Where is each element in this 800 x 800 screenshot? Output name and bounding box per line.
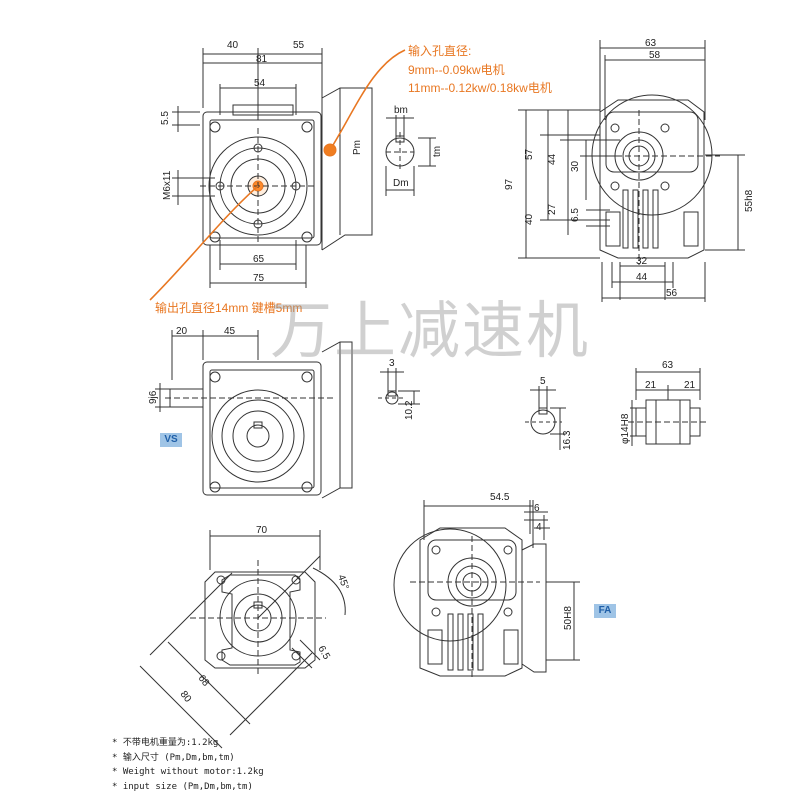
input-bore-detail [371,90,436,210]
dim-flange-hole: 6.5 [315,644,332,662]
dim-flange-width: 70 [256,525,268,536]
dim-shaft-total: 63 [662,360,674,371]
dim-side-top-0: 63 [645,38,657,49]
footnote-1: * 不带电机重量为:1.2kg [112,738,219,748]
side-view [518,40,745,302]
dim-side-left-6: 6.5 [570,208,581,222]
input-bore-line-2: 11mm--0.12kw/0.18kw电机 [408,81,552,96]
dim-shaft-left: 21 [645,380,657,391]
hole-detail [525,386,566,450]
dim-side-left-4: 40 [524,213,535,225]
dim-shaft-right: 21 [684,380,696,391]
dim-fa-bore: 50H8 [563,606,574,630]
vs-badge: VS [160,433,182,447]
footnote-4: * input size (Pm,Dm,bm,tm) [112,781,253,792]
shaft-detail [628,368,708,446]
vs-view [155,330,353,499]
dim-input-bm: bm [394,105,408,116]
dim-side-bottom-2: 56 [666,288,678,299]
dim-side-left-0: 97 [504,178,515,190]
input-bore-line-1: 9mm--0.09kw电机 [408,62,505,77]
dim-fa-6: 6 [534,503,540,514]
dim-side-left-2: 44 [547,153,558,165]
input-bore-marker [323,143,337,157]
dim-side-left-1: 57 [524,148,535,160]
dim-vs-left-0: 9j6 [148,390,159,404]
dim-key-width: 3 [389,358,395,369]
dim-fa-length: 54.5 [490,492,510,503]
dim-side-top-1: 58 [649,50,661,61]
dim-fa-4: 4 [536,522,542,533]
dim-shaft-bore: φ14H8 [620,413,631,444]
dim-input-dm: Dm [393,178,409,189]
dim-hole-height: 16.3 [562,430,573,450]
dim-flange-angle: 45° [335,573,351,591]
dim-front-top-0: 40 [227,40,239,51]
input-bore-annotation: 输入孔直径: 9mm--0.09kw电机 11mm--0.12kw/0.18kw… [408,42,552,98]
dim-front-top-1: 55 [293,40,305,51]
dim-side-bottom-1: 44 [636,272,648,283]
key-detail [378,368,420,405]
watermark: 万上减速机 [270,294,591,367]
dim-vs-top-1: 45 [224,326,236,337]
dim-side-left-5: 27 [547,203,558,215]
dim-front-top-3: 54 [254,78,266,89]
dim-front-side-0: 5.5 [160,111,171,125]
annotation-leaders [149,49,406,301]
output-bore-annotation: 输出孔直径14mm 键槽5mm [155,301,303,315]
dim-side-right-0: 55h8 [744,189,755,212]
dim-key-height: 10.2 [404,400,415,420]
dim-front-side-1: M6x11 [162,170,173,200]
dim-side-left-3: 30 [570,160,581,172]
input-bore-title: 输入孔直径: [408,44,472,58]
footnote-3: * Weight without motor:1.2kg [112,767,264,777]
dim-input-pm: Pm [352,140,363,155]
dim-vs-top-0: 20 [176,326,188,337]
front-view [172,48,373,288]
dim-flange-outer: 80 [178,689,194,705]
dim-side-bottom-0: 32 [636,256,648,267]
dim-flange-pcd: 68 [196,673,212,689]
dim-front-bottom-0: 65 [253,254,265,265]
dim-front-bottom-1: 75 [253,273,265,284]
dim-input-tm: tm [432,146,443,157]
fa-view [393,500,580,680]
dim-front-top-2: 81 [256,54,268,65]
fa-badge: FA [594,604,616,618]
flange-view [139,530,346,749]
footnotes: * 不带电机重量为:1.2kg * 输入尺寸 (Pm,Dm,bm,tm) * W… [112,736,264,794]
dim-hole-width: 5 [540,376,546,387]
footnote-2: * 输入尺寸 (Pm,Dm,bm,tm) [112,752,235,763]
